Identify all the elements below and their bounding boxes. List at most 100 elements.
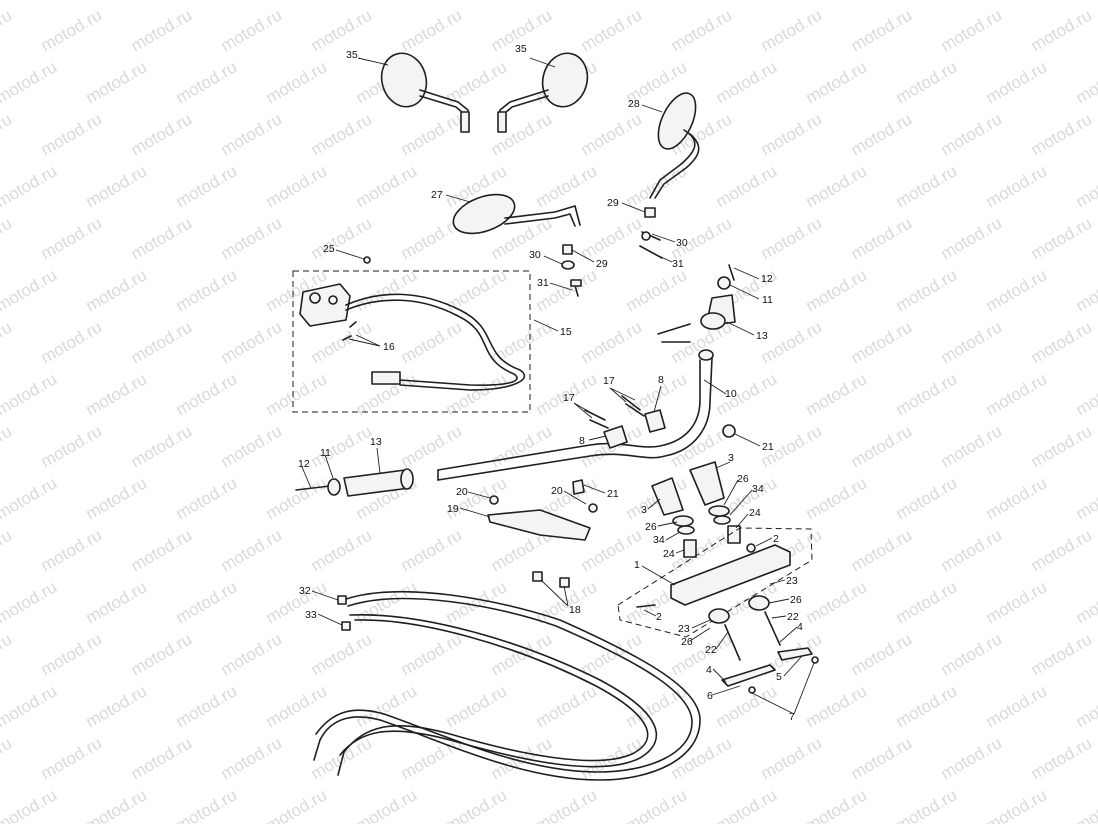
callout-5: 5	[776, 671, 782, 683]
callout-4: 4	[706, 664, 712, 676]
watermark-text: motod.ru	[263, 0, 331, 3]
watermark-text: motod.ru	[848, 629, 916, 679]
watermark-text: motod.ru	[938, 317, 1006, 367]
watermark-text: motod.ru	[173, 161, 241, 211]
watermark-text: motod.ru	[443, 681, 511, 731]
watermark-text: motod.ru	[263, 577, 331, 627]
watermark-text: motod.ru	[578, 5, 646, 55]
callout-29: 29	[607, 197, 619, 209]
watermark-text: motod.ru	[263, 57, 331, 107]
watermark-text: motod.ru	[578, 629, 646, 679]
watermark-text: motod.ru	[803, 785, 871, 824]
watermark-text: motod.ru	[623, 0, 691, 3]
watermark-text: motod.ru	[308, 5, 376, 55]
watermark-text: motod.ru	[713, 57, 781, 107]
watermark-text: motod.ru	[128, 317, 196, 367]
watermark-text: motod.ru	[533, 265, 601, 315]
watermark-text: motod.ru	[218, 213, 286, 263]
watermark-text: motod.ru	[1028, 421, 1096, 471]
watermark-text: motod.ru	[0, 473, 60, 523]
watermark-text: motod.ru	[1073, 681, 1098, 731]
watermark-text: motod.ru	[173, 57, 241, 107]
callout-19: 19	[447, 503, 459, 515]
callout-25: 25	[323, 243, 335, 255]
watermark-text: motod.ru	[173, 681, 241, 731]
watermark-text: motod.ru	[83, 265, 151, 315]
watermark-text: motod.ru	[533, 161, 601, 211]
watermark-text: motod.ru	[173, 265, 241, 315]
callout-26: 26	[737, 473, 749, 485]
watermark-text: motod.ru	[0, 525, 15, 575]
watermark-text: motod.ru	[0, 213, 15, 263]
callout-17: 17	[563, 392, 575, 404]
callout-34: 34	[752, 483, 764, 495]
watermark-text: motod.ru	[443, 265, 511, 315]
watermark-text: motod.ru	[263, 161, 331, 211]
watermark-text: motod.ru	[38, 109, 106, 159]
watermark-text: motod.ru	[938, 213, 1006, 263]
watermark-text: motod.ru	[533, 681, 601, 731]
watermark-text: motod.ru	[38, 317, 106, 367]
watermark-text: motod.ru	[128, 109, 196, 159]
watermark-text: motod.ru	[173, 369, 241, 419]
watermark-text: motod.ru	[1028, 109, 1096, 159]
watermark-text: motod.ru	[173, 785, 241, 824]
watermark-text: motod.ru	[398, 525, 466, 575]
watermark-text: motod.ru	[983, 369, 1051, 419]
watermark-text: motod.ru	[83, 0, 151, 3]
watermark-text: motod.ru	[623, 681, 691, 731]
watermark-text: motod.ru	[578, 109, 646, 159]
watermark-text: motod.ru	[803, 473, 871, 523]
watermark-text: motod.ru	[308, 213, 376, 263]
watermark-text: motod.ru	[758, 213, 826, 263]
watermark-text: motod.ru	[0, 5, 15, 55]
watermark-text: motod.ru	[938, 5, 1006, 55]
callout-16: 16	[383, 341, 395, 353]
callout-8: 8	[658, 374, 664, 386]
watermark-text: motod.ru	[173, 577, 241, 627]
callout-1: 1	[634, 559, 640, 571]
leader-lines	[301, 57, 815, 715]
watermark-text: motod.ru	[83, 473, 151, 523]
callout-20: 20	[456, 486, 468, 498]
callout-2: 2	[773, 533, 779, 545]
watermark-text: motod.ru	[308, 421, 376, 471]
watermark-text: motod.ru	[983, 681, 1051, 731]
watermark-text: motod.ru	[128, 421, 196, 471]
watermark-text: motod.ru	[0, 109, 15, 159]
watermark-text: motod.ru	[218, 733, 286, 783]
watermark-text: motod.ru	[0, 317, 15, 367]
watermark-text: motod.ru	[1073, 369, 1098, 419]
watermark-text: motod.ru	[308, 629, 376, 679]
callout-15: 15	[560, 326, 572, 338]
callout-17: 17	[603, 375, 615, 387]
watermark-text: motod.ru	[1028, 629, 1096, 679]
watermark-text: motod.ru	[893, 57, 961, 107]
callout-35: 35	[515, 43, 527, 55]
watermark-text: motod.ru	[1073, 265, 1098, 315]
watermark-text: motod.ru	[38, 629, 106, 679]
callout-3: 3	[641, 504, 647, 516]
callout-21: 21	[607, 488, 619, 500]
watermark-text: motod.ru	[353, 785, 421, 824]
watermark-text: motod.ru	[983, 265, 1051, 315]
watermark-text: motod.ru	[848, 317, 916, 367]
callout-6: 6	[707, 690, 713, 702]
watermark-text: motod.ru	[623, 265, 691, 315]
watermark-text: motod.ru	[38, 525, 106, 575]
watermark-text: motod.ru	[83, 161, 151, 211]
watermark-text: motod.ru	[0, 733, 15, 783]
watermark-text: motod.ru	[983, 161, 1051, 211]
callout-13: 13	[370, 436, 382, 448]
watermark-text: motod.ru	[758, 109, 826, 159]
watermark-text: motod.ru	[623, 785, 691, 824]
watermark-text: motod.ru	[1073, 0, 1098, 3]
watermark-text: motod.ru	[0, 0, 60, 3]
watermark-text: motod.ru	[218, 629, 286, 679]
callout-23: 23	[786, 575, 798, 587]
callout-26: 26	[645, 521, 657, 533]
callout-10: 10	[725, 388, 737, 400]
bracket-19	[487, 479, 598, 541]
callout-7: 7	[789, 711, 795, 723]
watermark-text: motod.ru	[173, 473, 241, 523]
